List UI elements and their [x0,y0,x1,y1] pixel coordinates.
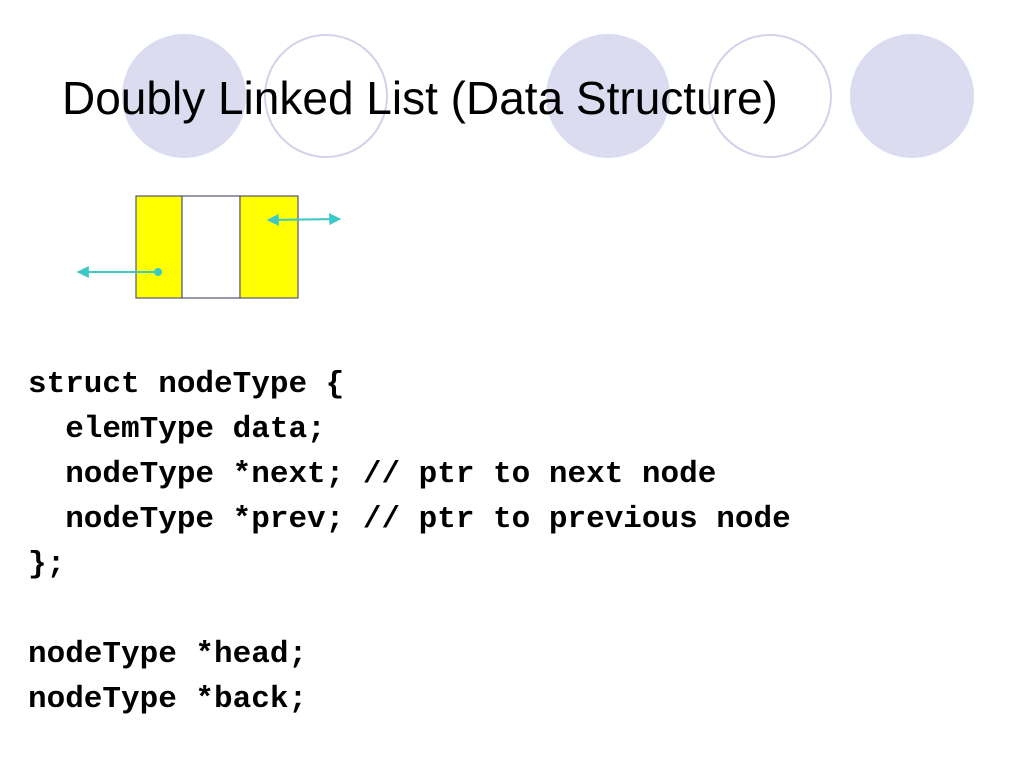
decor-circle-4 [708,34,832,158]
code-line-head-decl: nodeType *head; [28,637,308,672]
node-diagram [76,195,342,299]
code-line-prev-field: nodeType *prev; // ptr to previous node [28,502,791,537]
code-block: struct nodeType { elemType data; nodeTyp… [28,362,791,722]
slide-title: Doubly Linked List (Data Structure) [62,72,778,124]
node-prev-field [135,195,183,299]
code-line-back-decl: nodeType *back; [28,682,308,717]
decor-circle-1 [122,34,246,158]
decor-circle-2 [264,34,388,158]
code-line-blank [28,587,791,632]
next-pointer-arrow [266,213,342,226]
decor-circle-5 [850,34,974,158]
prev-pointer-origin-dot [154,268,162,276]
code-line-struct-open: struct nodeType { [28,367,345,402]
code-line-data-field: elemType data; [28,412,326,447]
node-next-field [239,195,299,299]
node-data-field [181,195,241,299]
decor-circle-3 [546,34,670,158]
code-line-next-field: nodeType *next; // ptr to next node [28,457,717,492]
code-line-struct-close: }; [28,547,66,582]
